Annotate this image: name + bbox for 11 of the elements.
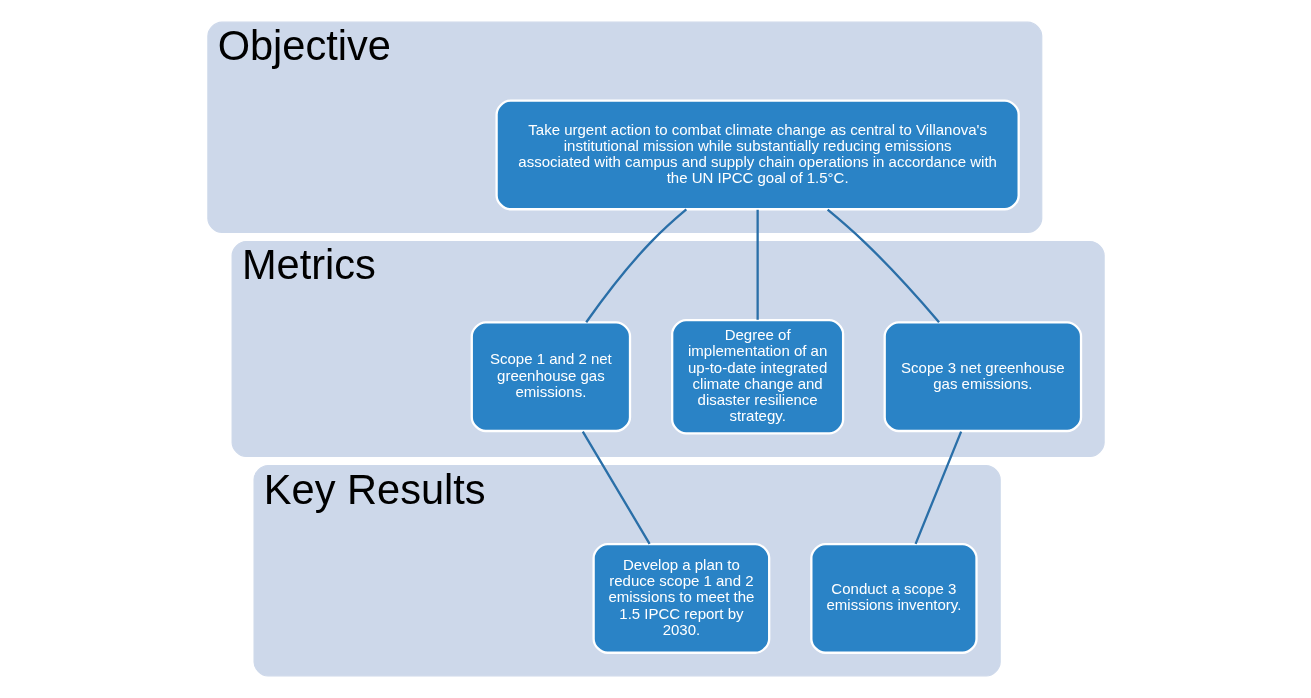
node-box: Scope 1 and 2 net greenhouse gas emissions. — [470, 321, 631, 433]
connector — [756, 209, 759, 320]
node-box: Develop a plan to reduce scope 1 and 2 emissions to meet the 1.5 IPCC report by 2030. — [591, 543, 770, 654]
node-box: Take urgent action to combat climate change as central to Villanova's institutional mission while substantially reducing emissions associated with campus and supply chain operations in accordance with the UN IPCC goal of 1.5°C. — [494, 99, 1020, 211]
connector — [826, 208, 940, 323]
connector — [584, 208, 687, 323]
node-box: Degree of implementation of an up-to-date integrated climate change and disaster resilience strategy. — [670, 318, 844, 435]
node-box: Scope 3 net greenhouse gas emissions. — [883, 321, 1082, 433]
connector — [914, 431, 962, 545]
connector — [581, 430, 651, 545]
node-box: Conduct a scope 3 emissions inventory. — [809, 543, 978, 654]
